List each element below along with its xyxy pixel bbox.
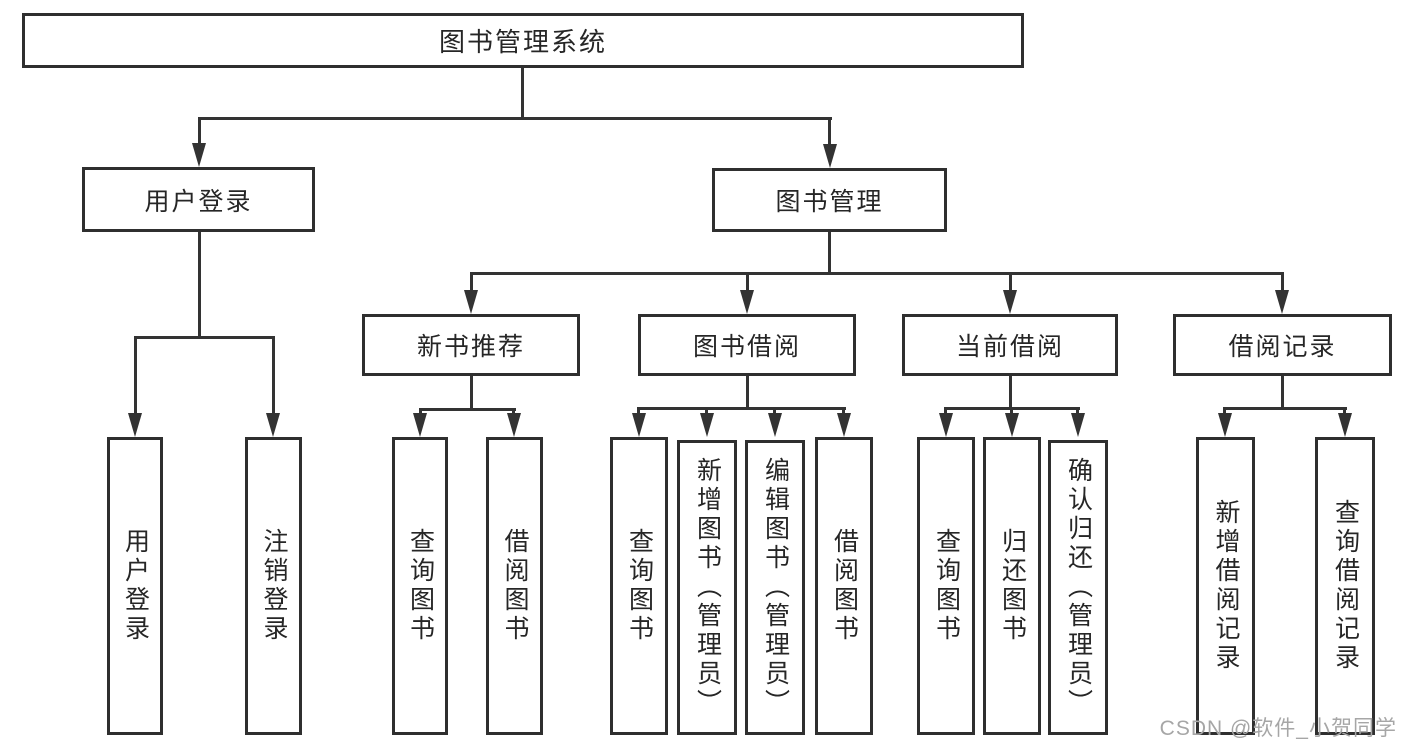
connector-to-borrow-records xyxy=(1281,272,1284,292)
connector-new-book-recommend-stub xyxy=(470,376,473,411)
node-confirm-return-admin-label: 确认归还（管理员） xyxy=(1064,457,1093,718)
node-book-borrow: 图书借阅 xyxy=(638,314,856,376)
connector-to-logout-leaf xyxy=(272,336,275,413)
node-edit-books-admin: 编辑图书（管理员） xyxy=(745,440,805,735)
connector-to-borrow-books-1 xyxy=(512,408,515,416)
arrow-to-confirm-return xyxy=(1071,413,1085,437)
arrow-to-borrow-books-2 xyxy=(837,413,851,437)
connector-book-management-stub xyxy=(828,232,831,275)
connector-to-book-borrow xyxy=(746,272,749,292)
connector-current-borrow-stub xyxy=(1009,376,1012,410)
node-borrow-books-2: 借阅图书 xyxy=(815,437,873,735)
node-query-books-3: 查询图书 xyxy=(917,437,975,735)
arrow-to-add-borrow-record xyxy=(1218,413,1232,437)
node-query-books-1: 查询图书 xyxy=(392,437,448,735)
connector-book-management-hline xyxy=(470,272,1284,275)
node-borrow-records-label: 借阅记录 xyxy=(1228,333,1337,361)
arrow-to-book-borrow xyxy=(740,290,754,314)
arrow-to-query-borrow-record xyxy=(1338,413,1352,437)
connector-user-login-hline xyxy=(134,336,275,339)
connector-to-query-books-2 xyxy=(637,407,640,416)
arrow-to-new-book-recommend xyxy=(464,290,478,314)
connector-user-login-stub xyxy=(198,232,201,337)
arrow-to-user-login xyxy=(192,143,206,167)
node-user-login-leaf: 用户登录 xyxy=(107,437,163,735)
node-logout-leaf: 注销登录 xyxy=(245,437,302,735)
node-query-borrow-record: 查询借阅记录 xyxy=(1315,437,1375,735)
connector-book-borrow-hline xyxy=(637,407,846,410)
connector-to-add-borrow-record xyxy=(1223,407,1226,416)
node-borrow-books-1: 借阅图书 xyxy=(486,437,543,735)
arrow-to-login-leaf xyxy=(128,413,142,437)
node-add-borrow-record: 新增借阅记录 xyxy=(1196,437,1255,735)
connector-to-add-books xyxy=(705,407,708,416)
connector-to-new-book-recommend xyxy=(470,272,473,292)
arrow-to-query-books-2 xyxy=(632,413,646,437)
connector-to-return-books xyxy=(1010,407,1013,416)
arrow-to-query-books-3 xyxy=(939,413,953,437)
connector-to-login-leaf xyxy=(134,336,137,413)
connector-to-query-books-3 xyxy=(944,407,947,416)
node-library-system: 图书管理系统 xyxy=(22,13,1024,68)
node-add-books-admin-label: 新增图书（管理员） xyxy=(693,457,722,718)
connector-book-borrow-stub xyxy=(746,376,749,410)
connector-borrow-records-hline xyxy=(1224,407,1347,410)
connector-new-book-recommend-hline xyxy=(419,408,516,411)
node-library-system-label: 图书管理系统 xyxy=(438,27,607,57)
connector-borrow-records-stub xyxy=(1281,376,1284,410)
node-book-management: 图书管理 xyxy=(712,168,947,232)
node-confirm-return-admin: 确认归还（管理员） xyxy=(1048,440,1108,735)
arrow-to-current-borrow xyxy=(1003,290,1017,314)
node-borrow-books-2-label: 借阅图书 xyxy=(830,528,859,644)
connector-root-hline xyxy=(198,117,832,120)
node-return-books-label: 归还图书 xyxy=(998,528,1027,644)
node-user-login-label: 用户登录 xyxy=(144,187,253,216)
node-borrow-records: 借阅记录 xyxy=(1173,314,1392,376)
connector-root-to-user-login xyxy=(198,117,201,145)
node-add-books-admin: 新增图书（管理员） xyxy=(677,440,737,735)
connector-to-edit-books xyxy=(773,407,776,416)
node-return-books: 归还图书 xyxy=(983,437,1041,735)
arrow-to-borrow-books-1 xyxy=(507,413,521,437)
connector-to-current-borrow xyxy=(1009,272,1012,292)
arrow-to-query-books-1 xyxy=(413,413,427,437)
node-new-book-recommend-label: 新书推荐 xyxy=(416,333,525,361)
node-query-books-2: 查询图书 xyxy=(610,437,668,735)
node-query-books-2-label: 查询图书 xyxy=(625,528,654,644)
csdn-watermark: CSDN @软件_小贺同学 xyxy=(1159,717,1397,740)
arrow-to-book-management xyxy=(823,144,837,168)
connector-root-stub xyxy=(521,68,524,118)
arrow-to-logout-leaf xyxy=(266,413,280,437)
arrow-to-add-books xyxy=(700,413,714,437)
connector-root-to-book-management xyxy=(828,117,831,144)
node-user-login: 用户登录 xyxy=(82,167,315,232)
connector-to-query-books-1 xyxy=(419,408,422,416)
arrow-to-return-books xyxy=(1005,413,1019,437)
node-book-borrow-label: 图书借阅 xyxy=(692,333,801,361)
node-query-borrow-record-label: 查询借阅记录 xyxy=(1331,499,1360,673)
node-current-borrow-label: 当前借阅 xyxy=(955,333,1064,361)
connector-to-query-borrow-record xyxy=(1343,407,1346,416)
node-user-login-leaf-label: 用户登录 xyxy=(121,528,150,644)
connector-to-confirm-return xyxy=(1076,407,1079,416)
connector-to-borrow-books-2 xyxy=(842,407,845,416)
node-borrow-books-1-label: 借阅图书 xyxy=(501,528,529,644)
node-edit-books-admin-label: 编辑图书（管理员） xyxy=(761,457,790,718)
node-current-borrow: 当前借阅 xyxy=(902,314,1118,376)
node-logout-leaf-label: 注销登录 xyxy=(260,528,288,644)
arrow-to-edit-books xyxy=(768,413,782,437)
node-add-borrow-record-label: 新增借阅记录 xyxy=(1212,499,1240,673)
node-query-books-1-label: 查询图书 xyxy=(406,528,435,644)
node-query-books-3-label: 查询图书 xyxy=(932,528,961,644)
arrow-to-borrow-records xyxy=(1275,290,1289,314)
node-new-book-recommend: 新书推荐 xyxy=(362,314,580,376)
node-book-management-label: 图书管理 xyxy=(775,188,884,216)
